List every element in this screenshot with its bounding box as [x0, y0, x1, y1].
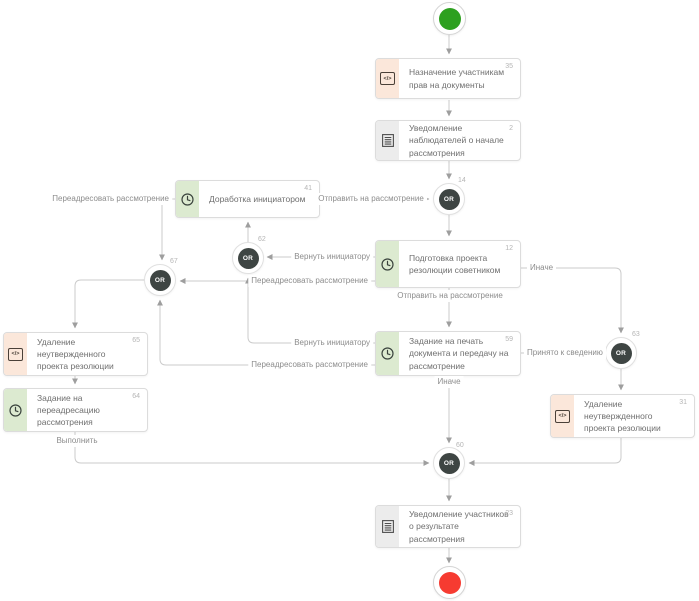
edge-64-to-or60	[74, 432, 430, 466]
clock-icon	[181, 192, 194, 206]
gateway-number: 63	[632, 331, 640, 338]
gateway-or-63[interactable]: OR	[605, 337, 637, 369]
script-icon: </>	[380, 72, 395, 85]
task-number: 12	[505, 245, 513, 252]
edge-label-return-to-initiator: Вернуть инициатору	[291, 251, 373, 263]
document-icon	[381, 520, 394, 533]
task-title: Подготовка проекта резолюции советником	[409, 252, 501, 275]
task-number: 41	[304, 185, 312, 192]
edge-label-send-to-review: Отправить на рассмотрение	[315, 193, 427, 205]
task-title: Доработка инициатором	[209, 193, 306, 204]
task-icon-strip: </>	[376, 59, 399, 98]
edge-label-otherwise: Иначе	[434, 376, 464, 388]
task-title: Задание на переадресацию рассмотрения	[37, 392, 100, 428]
task-number: 31	[679, 399, 687, 406]
task-icon-strip	[376, 121, 399, 160]
gateway-number: 62	[258, 236, 266, 243]
task-icon-strip	[376, 241, 399, 287]
edge-59-to-or62	[245, 277, 375, 344]
edge-label-return-to-initiator: Вернуть инициатору	[291, 337, 373, 349]
start-event[interactable]	[433, 2, 466, 35]
task-initiator-rework[interactable]: 41 Доработка инициатором	[175, 180, 320, 218]
gateway-number: 14	[458, 177, 466, 184]
edge-label-readdress-review: Переадресовать рассмотрение	[49, 193, 172, 205]
task-delete-draft-resolution-2[interactable]: </> 31 Удаление неутвержденного проекта …	[550, 394, 695, 438]
gateway-or-label: OR	[237, 247, 259, 269]
edge-12-to-or63	[521, 267, 624, 334]
task-title: Задание на печать документа и передачу н…	[409, 336, 509, 371]
edge-or67-to-65	[72, 279, 144, 329]
task-readdress-review[interactable]: 64 Задание на переадресацию рассмотрения	[3, 388, 148, 432]
edge-label-readdress-review: Переадресовать рассмотрение	[248, 359, 371, 371]
gateway-or-label: OR	[610, 342, 632, 364]
edge-31-to-or60	[468, 438, 622, 466]
task-icon-strip	[376, 506, 399, 547]
task-icon-strip: </>	[4, 333, 27, 375]
task-number: 65	[132, 337, 140, 344]
edge-59-to-or67	[157, 299, 375, 366]
gateway-or-60[interactable]: OR	[433, 447, 465, 479]
edge-label-taken-into-account: Принято к сведению	[524, 347, 606, 359]
end-event[interactable]	[433, 566, 466, 599]
gateway-or-label: OR	[149, 269, 171, 291]
task-title: Назначение участникам прав на документы	[409, 67, 505, 90]
task-title: Удаление неутвержденного проекта резолюц…	[584, 398, 661, 434]
script-icon: </>	[555, 409, 570, 423]
script-icon: </>	[8, 347, 23, 361]
gateway-number: 60	[456, 442, 464, 449]
edge-label-otherwise: Иначе	[527, 262, 557, 274]
gateway-number: 67	[170, 258, 178, 265]
task-title: Удаление неутвержденного проекта резолюц…	[37, 336, 114, 372]
task-title: Уведомление участников о результате расс…	[409, 509, 509, 544]
gateway-or-label: OR	[438, 188, 460, 210]
gateway-or-14[interactable]: OR	[433, 183, 465, 215]
task-icon-strip	[376, 332, 399, 375]
clock-icon	[9, 403, 22, 417]
task-assign-rights[interactable]: </> 35 Назначение участникам прав на док…	[375, 58, 521, 99]
task-number: 2	[509, 125, 513, 132]
task-prepare-resolution[interactable]: 12 Подготовка проекта резолюции советник…	[375, 240, 521, 288]
task-delete-draft-resolution[interactable]: </> 65 Удаление неутвержденного проекта …	[3, 332, 148, 376]
task-number: 59	[505, 336, 513, 343]
task-print-and-transfer[interactable]: 59 Задание на печать документа и передач…	[375, 331, 521, 376]
task-icon-strip	[4, 389, 27, 431]
gateway-or-62[interactable]: OR	[232, 242, 264, 274]
clock-icon	[381, 347, 394, 360]
task-title: Уведомление наблюдателей о начале рассмо…	[409, 123, 504, 158]
task-number: 23	[505, 510, 513, 517]
start-event-dot	[438, 7, 461, 30]
task-icon-strip: </>	[551, 395, 574, 437]
end-event-dot	[438, 571, 461, 594]
task-number: 64	[132, 393, 140, 400]
task-notify-participants-result[interactable]: 23 Уведомление участников о результате р…	[375, 505, 521, 548]
gateway-or-67[interactable]: OR	[144, 264, 176, 296]
edge-label-send-to-review: Отправить на рассмотрение	[394, 290, 506, 302]
task-notify-observers[interactable]: 2 Уведомление наблюдателей о начале расс…	[375, 120, 521, 161]
edge-label-readdress-review: Переадресовать рассмотрение	[248, 275, 371, 287]
document-icon	[381, 134, 394, 147]
task-icon-strip	[176, 181, 199, 217]
edge-label-execute: Выполнить	[53, 435, 101, 447]
clock-icon	[381, 257, 394, 271]
task-number: 35	[505, 63, 513, 70]
gateway-or-label: OR	[438, 452, 460, 474]
edge-41-to-or67	[159, 198, 175, 261]
